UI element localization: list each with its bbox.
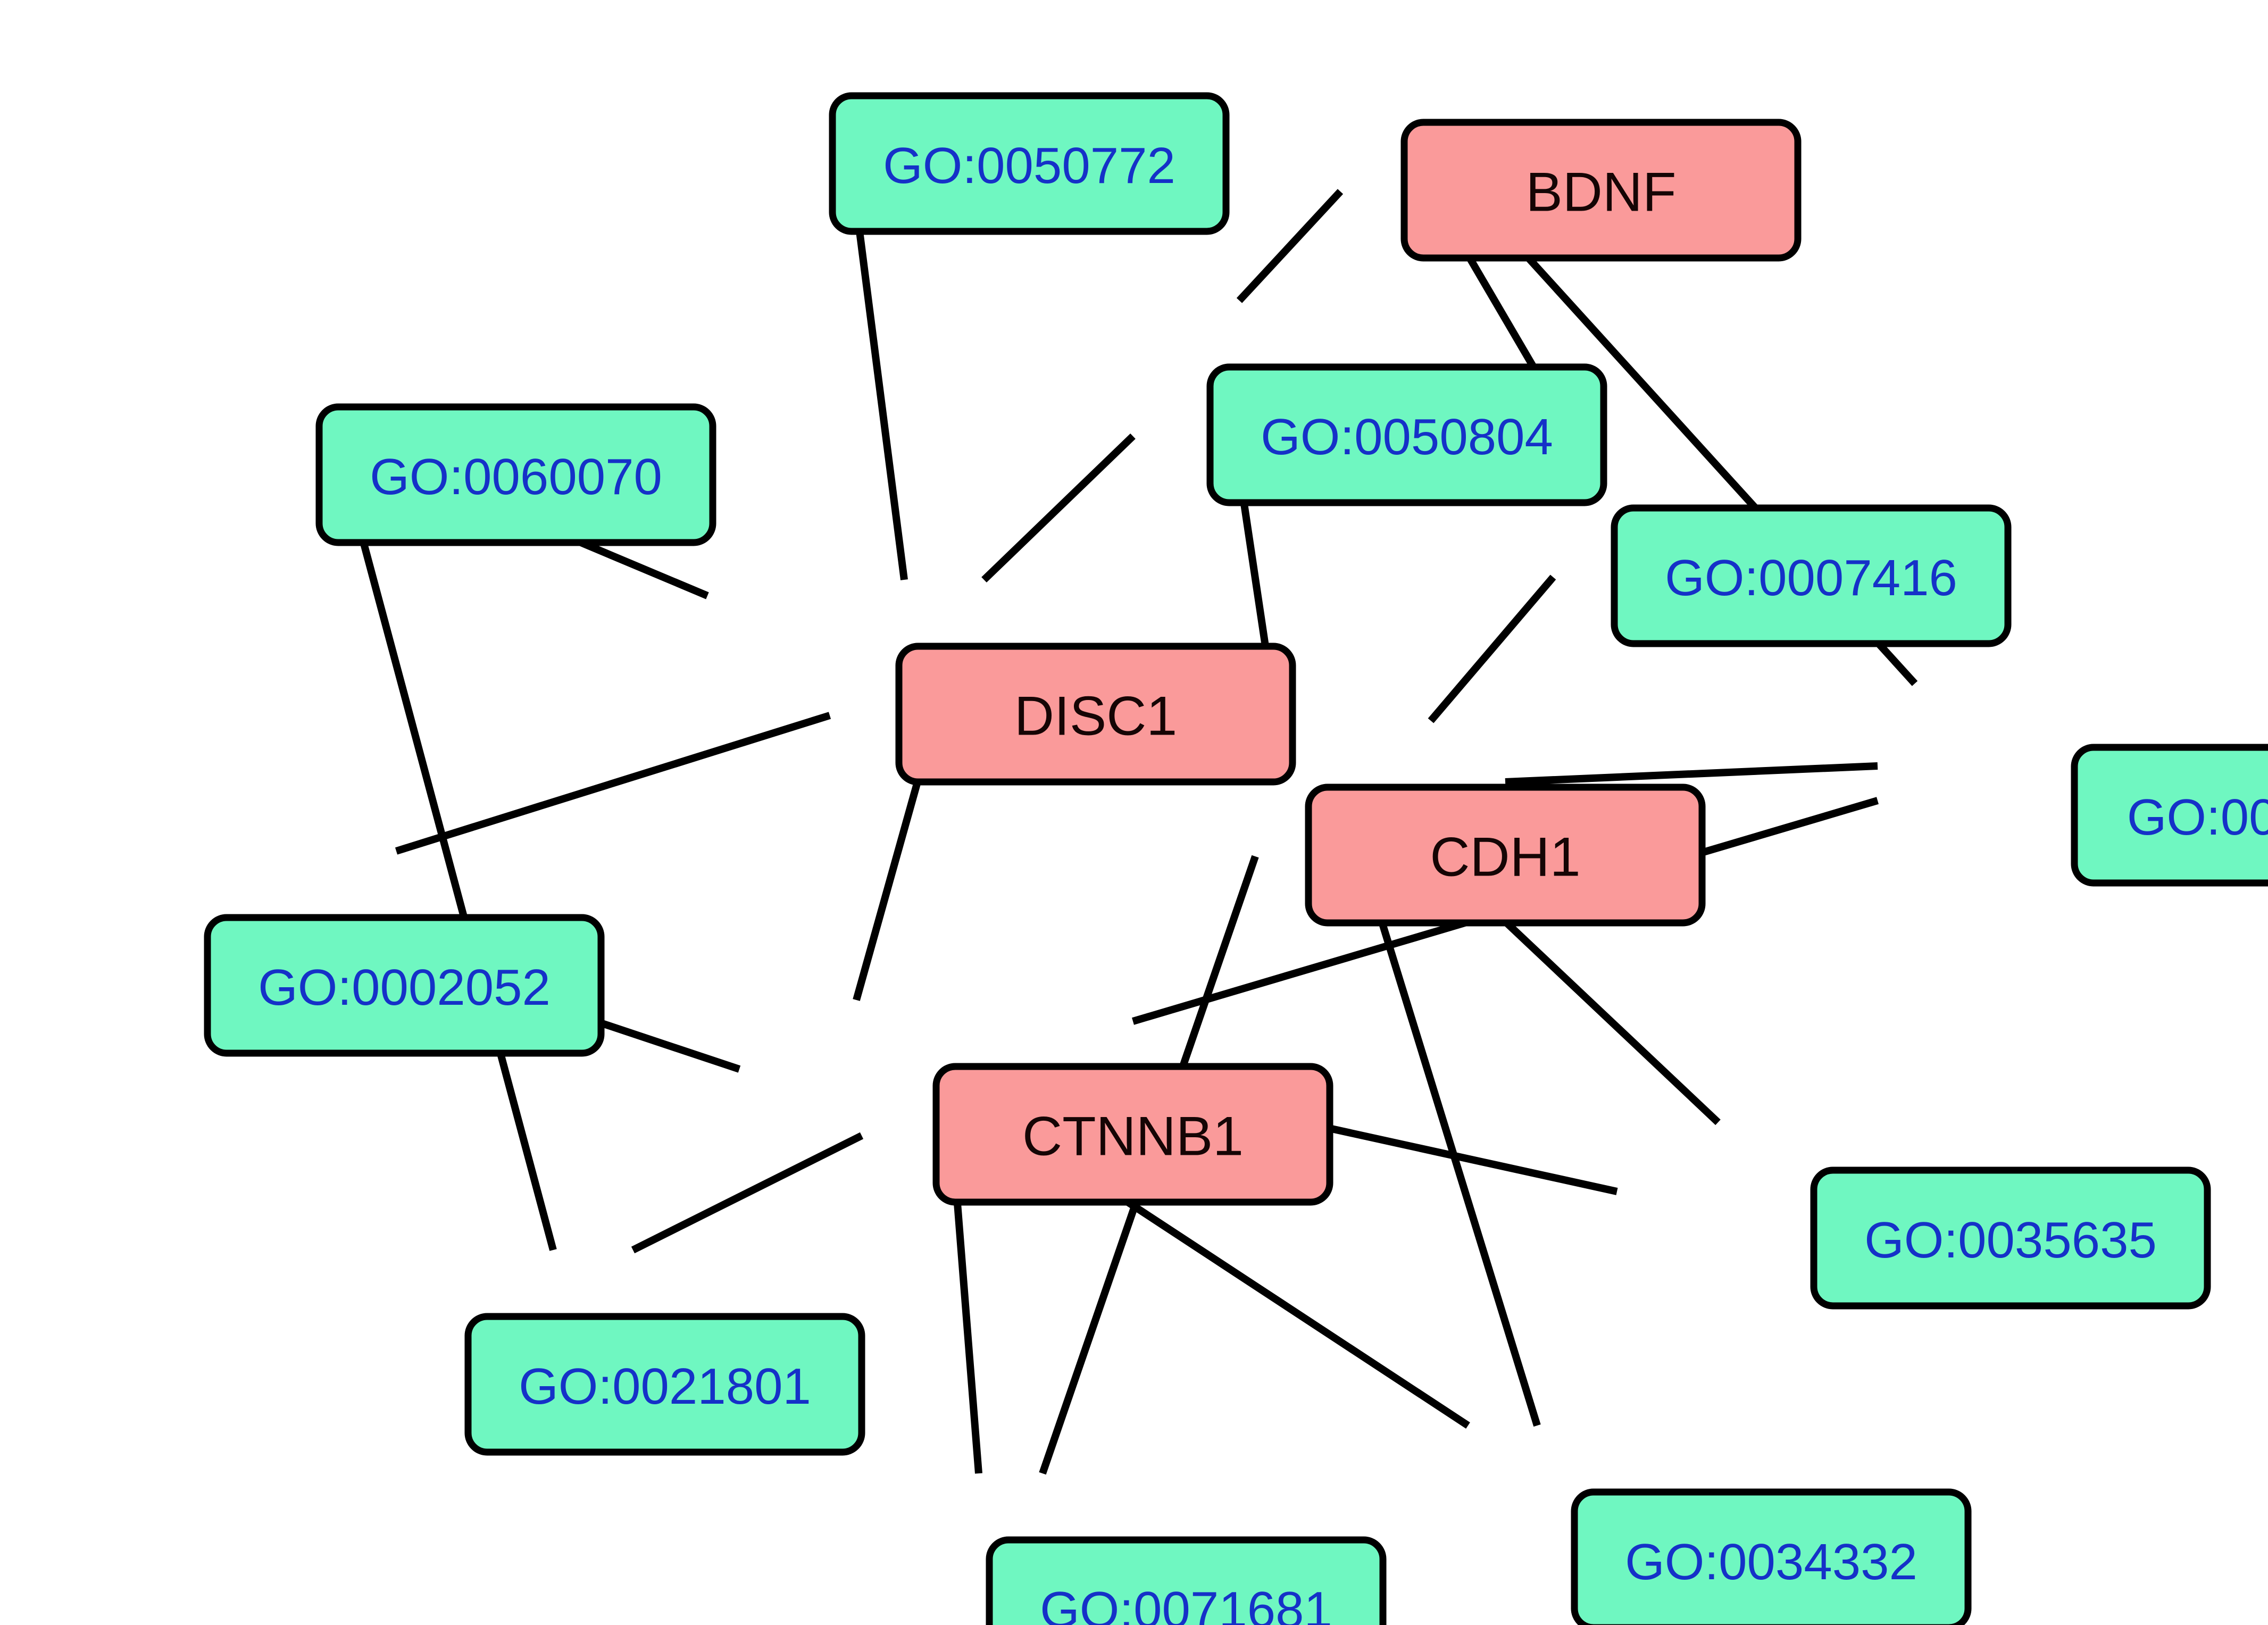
node-GO0031175[interactable]: GO:0031175 — [2071, 744, 2268, 887]
node-box[interactable] — [2071, 744, 2268, 887]
edge-CDH1-GO0031175 — [1505, 762, 1878, 786]
node-label: DISC1 — [1014, 686, 1177, 747]
node-box[interactable] — [1611, 504, 2012, 647]
edge-BDNF-GO0050804 — [1236, 189, 1344, 303]
node-box[interactable] — [1400, 119, 1802, 262]
edge-GO0007416-CDH1 — [1428, 574, 1556, 723]
node-GO0002052[interactable]: GO:0002052 — [204, 914, 605, 1057]
node-CDH1[interactable]: CDH1 — [1305, 784, 1706, 927]
node-BDNF[interactable]: BDNF — [1400, 119, 1802, 262]
node-layer: GO:0050772 BDNF GO:0060070 GO:0050804GO:000… — [204, 92, 2268, 1625]
node-box[interactable] — [932, 1063, 1333, 1206]
node-label: GO:0060070 — [370, 448, 662, 505]
node-label: GO:0031175 — [2127, 789, 2268, 846]
node-label: GO:0002052 — [258, 959, 551, 1016]
node-box[interactable] — [829, 92, 1230, 235]
node-label: GO:0007416 — [1665, 549, 1957, 606]
edge-CDH1-GO0034332 — [1358, 855, 1541, 1427]
edge-GO0060070-GO0021801 — [342, 475, 557, 1251]
node-label: GO:0034332 — [1625, 1534, 1917, 1590]
node-DISC1[interactable]: DISC1 — [895, 643, 1296, 786]
node-GO0050772[interactable]: GO:0050772 — [829, 92, 1230, 235]
node-GO0071681[interactable]: GO:0071681 — [986, 1536, 1387, 1625]
edge-CTNNB1-GO0021801 — [631, 1132, 864, 1254]
node-box[interactable] — [986, 1536, 1387, 1625]
node-CTNNB1[interactable]: CTNNB1 — [932, 1063, 1333, 1206]
node-label: GO:0050804 — [1261, 409, 1553, 465]
node-label: GO:0035635 — [1864, 1212, 2157, 1269]
node-box[interactable] — [1206, 363, 1607, 506]
edge-DISC1-GO0002052 — [395, 712, 831, 855]
node-GO0060070[interactable]: GO:0060070 — [315, 403, 716, 546]
node-box[interactable] — [315, 403, 716, 546]
node-label: GO:0071681 — [1040, 1581, 1332, 1625]
node-GO0034332[interactable]: GO:0034332 — [1571, 1488, 1972, 1625]
node-box[interactable] — [204, 914, 605, 1057]
node-GO0035635[interactable]: GO:0035635 — [1810, 1166, 2211, 1310]
node-label: BDNF — [1525, 162, 1676, 223]
node-GO0007416[interactable]: GO:0007416 — [1611, 504, 2012, 647]
node-box[interactable] — [895, 643, 1296, 786]
node-GO0021801[interactable]: GO:0021801 — [464, 1313, 865, 1456]
node-label: GO:0050772 — [883, 137, 1175, 194]
node-box[interactable] — [1810, 1166, 2211, 1310]
node-box[interactable] — [1305, 784, 1706, 927]
node-label: CDH1 — [1430, 827, 1580, 888]
node-box[interactable] — [1571, 1488, 1972, 1625]
edge-GO0050804-DISC1 — [981, 433, 1136, 583]
node-GO0050804[interactable]: GO:0050804 — [1206, 363, 1607, 506]
node-label: GO:0021801 — [519, 1358, 811, 1415]
node-label: CTNNB1 — [1022, 1106, 1244, 1168]
node-box[interactable] — [464, 1313, 865, 1456]
